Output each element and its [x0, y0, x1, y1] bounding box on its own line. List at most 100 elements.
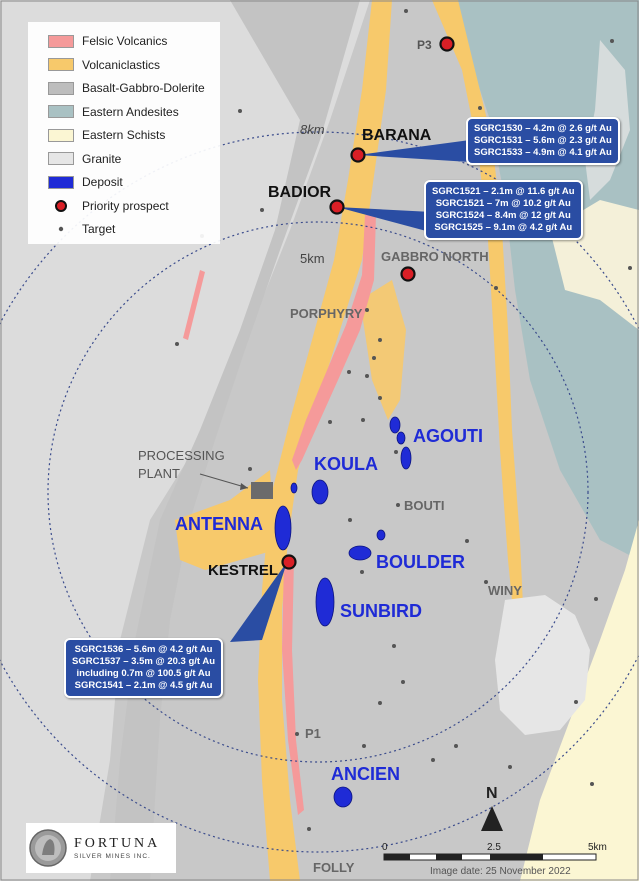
- legend-item: Target: [48, 220, 115, 238]
- barana-callout-line: SGRC1533 – 4.9m @ 4.1 g/t Au: [474, 147, 612, 158]
- legend-label: Granite: [82, 151, 122, 166]
- legend-item: Felsic Volcanics: [48, 32, 167, 50]
- deposit-agouti-1[interactable]: [389, 416, 401, 434]
- granite-east: [495, 595, 590, 735]
- legend-swatch: [48, 105, 74, 118]
- legend-label: Felsic Volcanics: [82, 34, 168, 48]
- legend-swatch: [48, 58, 74, 71]
- prospect-gabbro-north-label: GABBRO NORTH: [381, 249, 489, 264]
- legend-item: Eastern Andesites: [48, 103, 179, 121]
- target-porphyry-label: PORPHYRY: [290, 306, 363, 321]
- scale-tick-5km: 5km: [588, 842, 607, 853]
- logo-subtitle: SILVER MINES INC.: [74, 853, 151, 860]
- prospect-p3-marker[interactable]: [439, 36, 455, 52]
- legend-swatch: [48, 34, 74, 48]
- legend-item: Eastern Schists: [48, 126, 165, 144]
- processing-plant-arrow: [199, 473, 249, 489]
- legend-label: Deposit: [82, 175, 123, 189]
- kestrel-callout-line: SGRC1536 – 5.6m @ 4.2 g/t Au: [74, 644, 213, 655]
- priority-prospect-icon: [48, 199, 74, 212]
- barana-callout-pointer: [358, 140, 470, 162]
- legend-label: Eastern Andesites: [82, 104, 179, 119]
- scale-tick-0: 0: [382, 842, 388, 853]
- deposit-antenna-2[interactable]: [290, 482, 298, 494]
- deposit-boulder-label: BOULDER: [376, 552, 465, 572]
- radius-8km-label: 8km: [300, 122, 325, 137]
- target-winy-label: WINY: [488, 583, 522, 598]
- target-p1-label: P1: [305, 726, 321, 741]
- radius-8km-circle: [0, 131, 639, 853]
- barana-callout-line: SGRC1530 – 4.2m @ 2.6 g/t Au: [474, 123, 612, 134]
- deposit-antenna[interactable]: [274, 505, 292, 551]
- legend-label: Target: [82, 222, 116, 236]
- processing-plant-label-1: PROCESSING: [138, 448, 225, 463]
- legend-label: Volcaniclastics: [82, 57, 161, 72]
- deposit-antenna-label: ANTENNA: [175, 514, 263, 534]
- image-date: Image date: 25 November 2022: [430, 866, 571, 877]
- target-folly-label: FOLLY: [313, 860, 355, 875]
- deposit-sunbird-label: SUNBIRD: [340, 601, 422, 621]
- deposits-group: [274, 416, 412, 808]
- kestrel-callout-line: SGRC1541 – 2.1m @ 4.5 g/t Au: [74, 680, 213, 691]
- deposit-agouti-3[interactable]: [400, 446, 412, 470]
- badior-callout-line: SGRC1524 – 8.4m @ 12 g/t Au: [435, 210, 571, 221]
- badior-callout-line: SGRC1525 – 9.1m @ 4.2 g/t Au: [434, 222, 573, 233]
- north-arrow-label: N: [486, 785, 498, 802]
- north-arrow-icon: [481, 806, 503, 831]
- kestrel-callout: SGRC1536 – 5.6m @ 4.2 g/t Au SGRC1537 – …: [64, 638, 224, 698]
- felsic-volcanics-main: [292, 215, 376, 470]
- volcaniclastics-southwest: [175, 470, 275, 570]
- prospect-badior-marker[interactable]: [329, 199, 345, 215]
- processing-plant-label-2: PLANT: [138, 466, 180, 481]
- scale-bar: 0 2.5 5km: [376, 842, 616, 869]
- kestrel-callout-line: including 0.7m @ 100.5 g/t Au: [76, 668, 211, 679]
- deposit-sunbird[interactable]: [315, 577, 335, 627]
- legend-item: Granite: [48, 150, 121, 168]
- deposit-ancien[interactable]: [333, 786, 353, 808]
- deposit-koula[interactable]: [311, 479, 329, 505]
- legend-item: Basalt-Gabbro-Dolerite: [48, 79, 205, 97]
- radius-5km-circle: [47, 221, 589, 763]
- legend-label: Basalt-Gabbro-Dolerite: [82, 81, 205, 95]
- fortuna-logo: FORTUNA SILVER MINES INC.: [26, 823, 176, 873]
- volcaniclastics-main: [258, 0, 392, 881]
- barana-callout-line: SGRC1531 – 5.6m @ 2.3 g/t Au: [474, 135, 612, 146]
- basalt-west-band: [110, 0, 360, 881]
- deposit-koula-label: KOULA: [314, 454, 378, 474]
- legend-swatch: [48, 81, 74, 95]
- deposit-agouti-label: AGOUTI: [413, 426, 483, 446]
- deposit-boulder[interactable]: [348, 545, 372, 561]
- legend-swatch: [48, 175, 74, 189]
- prospect-barana-label: BARANA: [362, 127, 432, 144]
- processing-plant-marker[interactable]: [251, 482, 273, 499]
- badior-callout-line: SGRC1521 – 2.1m @ 11.6 g/t Au: [432, 186, 575, 197]
- target-bouti-label: BOUTI: [404, 498, 444, 513]
- kestrel-callout-pointer: [230, 562, 287, 642]
- target-dot-icon: [48, 223, 74, 236]
- deposit-ancien-label: ANCIEN: [331, 764, 400, 784]
- prospect-badior-label: BADIOR: [268, 184, 332, 201]
- prospect-gabbro-north-marker[interactable]: [400, 266, 416, 282]
- logo-name: FORTUNA: [74, 836, 161, 851]
- felsic-volcanics-west: [183, 270, 205, 340]
- legend-label: Eastern Schists: [82, 128, 166, 142]
- radius-5km-label: 5km: [300, 251, 325, 266]
- legend-item: Deposit: [48, 173, 123, 191]
- legend-item: Volcaniclastics: [48, 56, 160, 74]
- badior-callout: SGRC1521 – 2.1m @ 11.6 g/t Au SGRC1521 –…: [424, 180, 583, 240]
- prospect-kestrel-marker[interactable]: [281, 554, 297, 570]
- deposit-boulder-2[interactable]: [376, 529, 386, 541]
- barana-callout: SGRC1530 – 4.2m @ 2.6 g/t Au SGRC1531 – …: [466, 117, 620, 165]
- legend-label: Priority prospect: [82, 198, 169, 213]
- legend-swatch: [48, 152, 74, 165]
- prospect-kestrel-label: KESTREL: [208, 562, 278, 579]
- badior-callout-pointer: [337, 207, 432, 232]
- scale-tick-2-5: 2.5: [487, 842, 501, 853]
- coin-icon: [29, 829, 67, 867]
- volcaniclastics-branch: [360, 280, 406, 420]
- deposit-agouti-2[interactable]: [396, 431, 406, 445]
- prospect-barana-marker[interactable]: [350, 147, 366, 163]
- badior-callout-line: SGRC1521 – 7m @ 10.2 g/t Au: [435, 198, 571, 209]
- prospect-p3-label: P3: [417, 38, 432, 52]
